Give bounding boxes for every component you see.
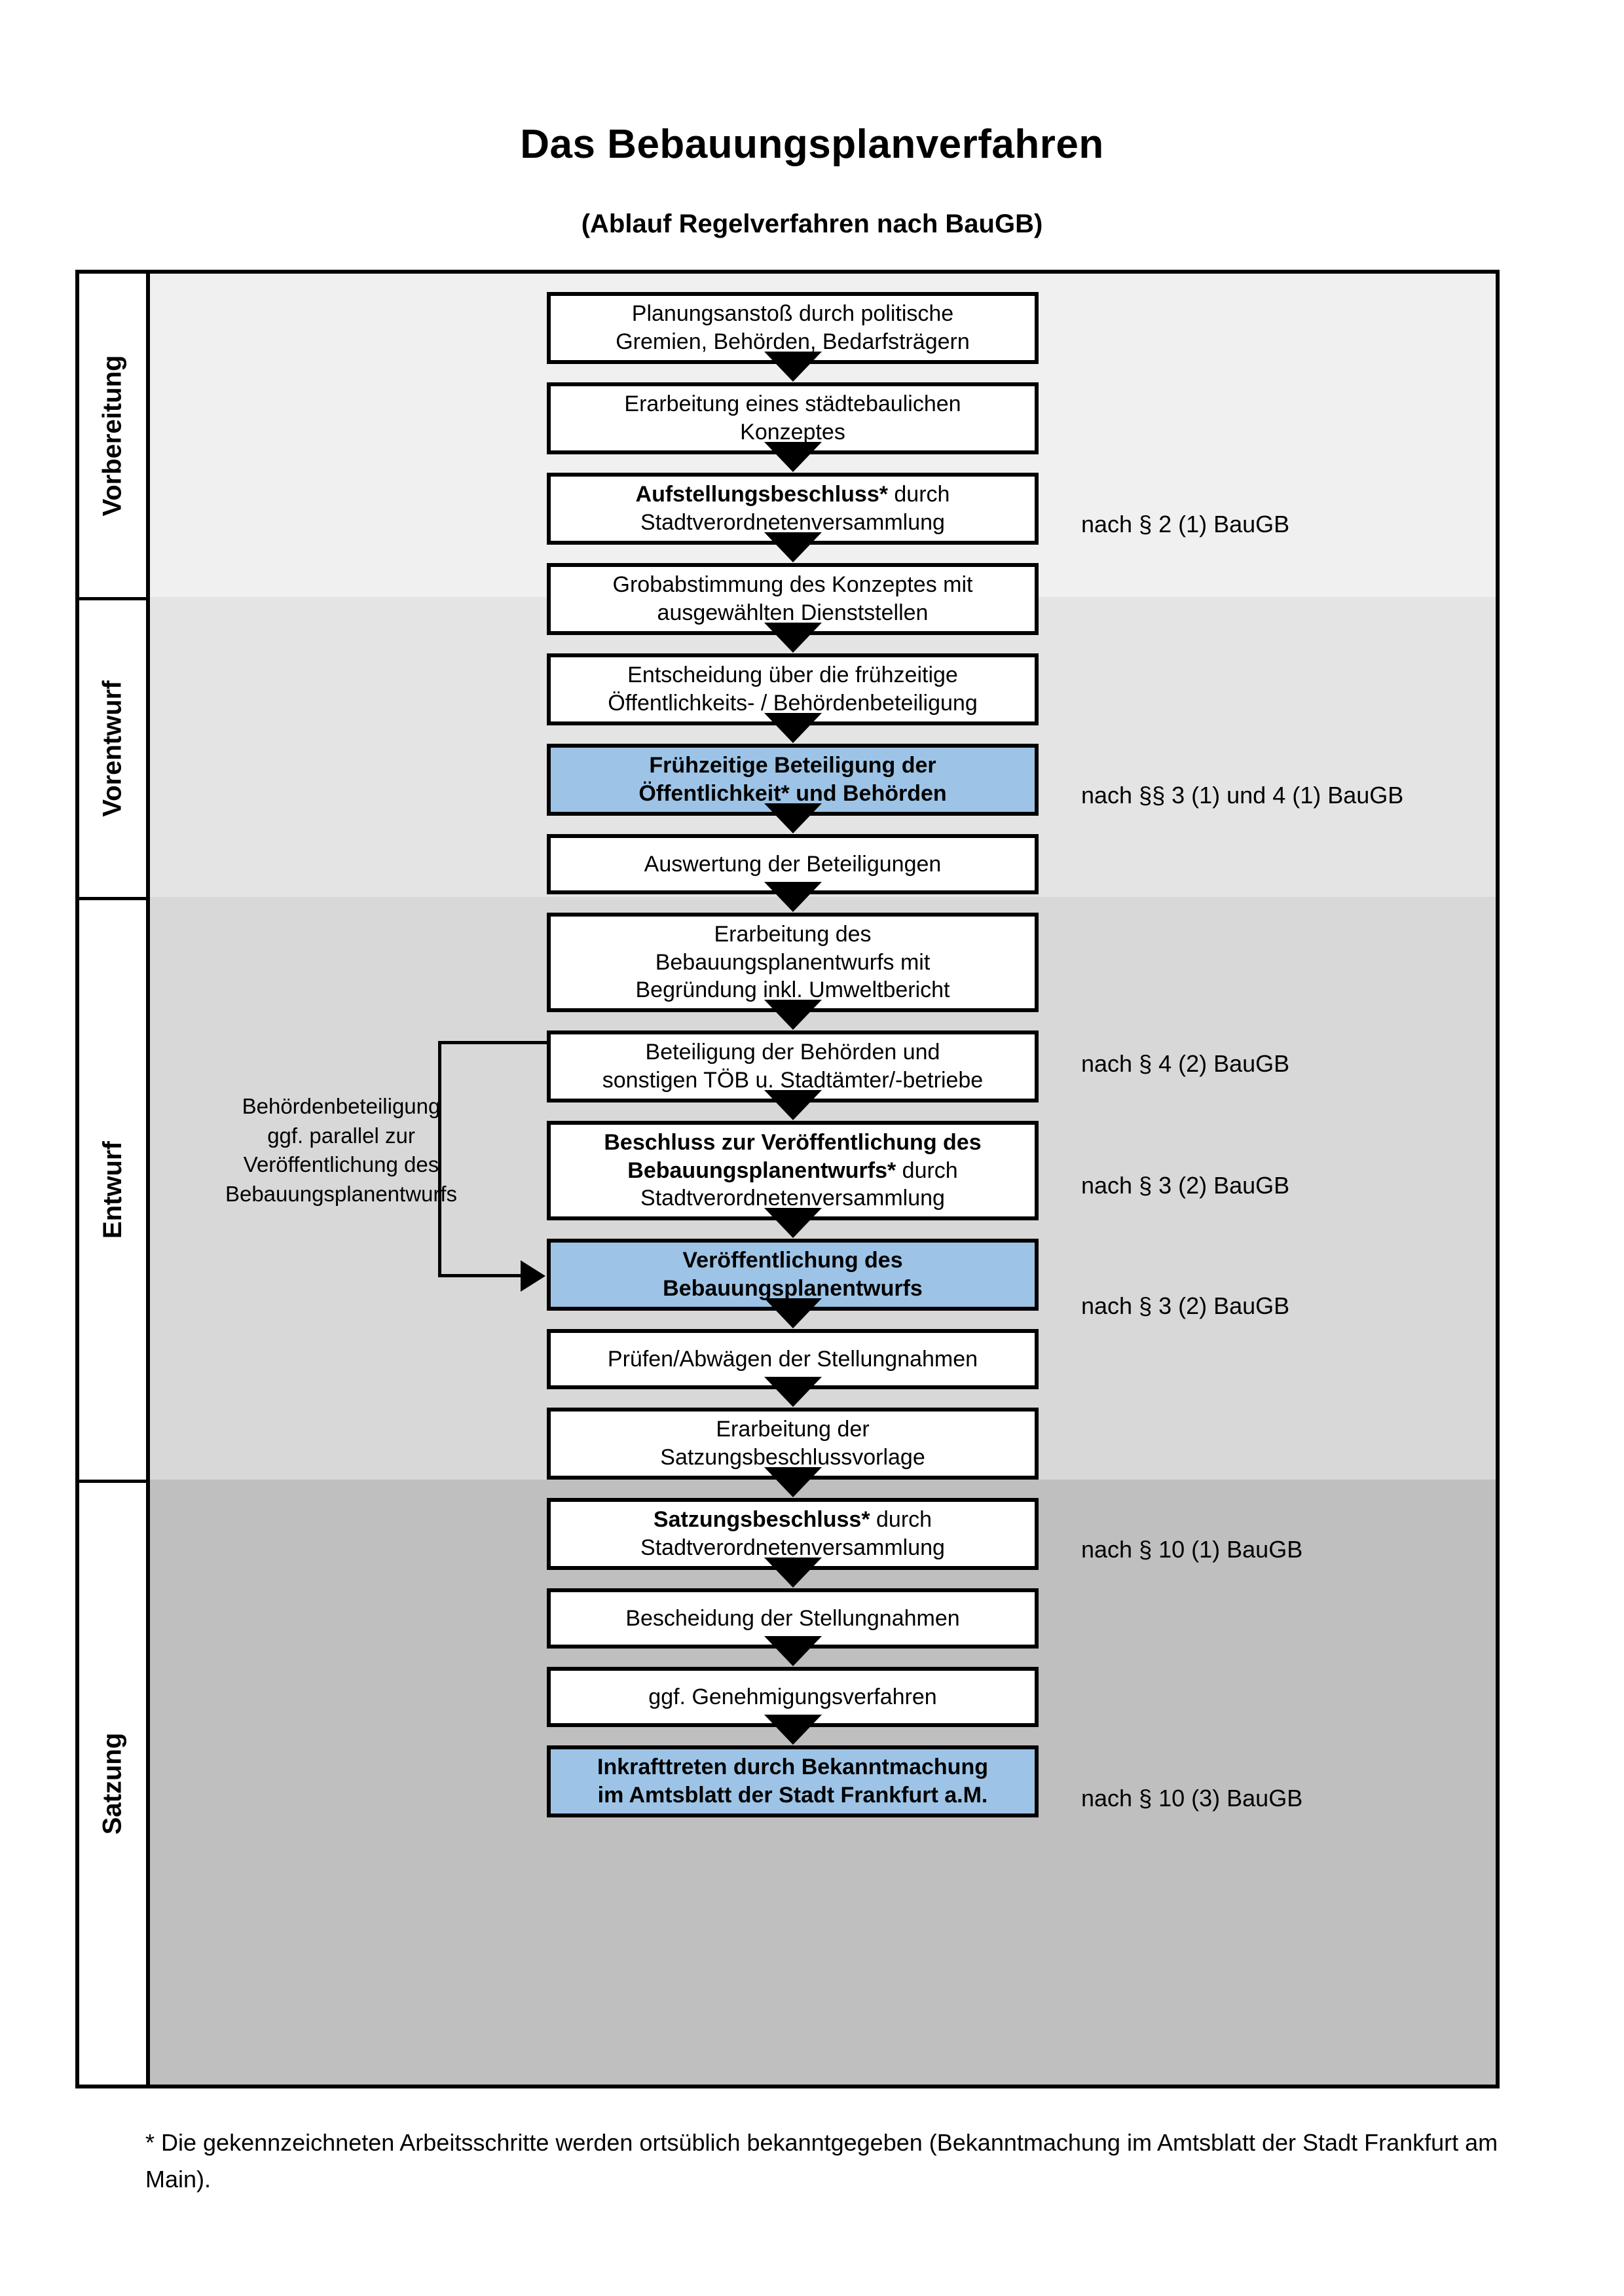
flow-arrow-down — [764, 1208, 822, 1238]
flow-arrow-down — [764, 882, 822, 912]
phase-label-entwurf: Entwurf — [79, 897, 146, 1480]
flow-arrow-down — [764, 1090, 822, 1120]
flow-arrow-down — [764, 532, 822, 562]
flow-arrow-down — [764, 1558, 822, 1588]
phase-label-satzung: Satzung — [79, 1480, 146, 2085]
flow-arrow-down — [764, 1715, 822, 1745]
bypass-line-top — [438, 1041, 547, 1044]
legal-reference-ref-3-2-a: nach § 3 (2) BauGB — [1081, 1172, 1290, 1199]
flow-arrow-down — [764, 1298, 822, 1328]
flow-arrow-down — [764, 1467, 822, 1497]
bypass-line-vertical — [438, 1041, 441, 1274]
phase-label-text: Vorbereitung — [98, 355, 127, 516]
flow-box-label: ggf. Genehmigungsverfahren — [648, 1684, 937, 1709]
flow-box-pruefen-abwaegen: Prüfen/Abwägen der Stellungnahmen — [547, 1329, 1039, 1389]
page-title: Das Bebauungsplanverfahren — [520, 122, 1104, 167]
flow-arrow-down — [764, 352, 822, 382]
legal-reference-ref-3-2-b: nach § 3 (2) BauGB — [1081, 1292, 1290, 1319]
bypass-line-bottom — [438, 1274, 523, 1277]
flow-box-label: Auswertung der Beteiligungen — [644, 851, 942, 877]
phase-label-vorentwurf: Vorentwurf — [79, 597, 146, 897]
legal-reference-ref-2-1: nach § 2 (1) BauGB — [1081, 511, 1290, 538]
footnote: * Die gekennzeichneten Arbeitsschritte w… — [145, 2129, 1498, 2193]
bypass-arrowhead — [521, 1260, 545, 1292]
flow-arrow-down — [764, 713, 822, 743]
flow-arrow-down — [764, 1000, 822, 1030]
phase-label-vorbereitung: Vorbereitung — [79, 274, 146, 597]
flow-arrow-down — [764, 803, 822, 833]
page-subtitle: (Ablauf Regelverfahren nach BauGB) — [581, 210, 1043, 238]
phase-label-text: Vorentwurf — [98, 680, 127, 817]
phase-label-text: Entwurf — [98, 1141, 127, 1239]
legal-reference-ref-4-2: nach § 4 (2) BauGB — [1081, 1050, 1290, 1077]
phase-label-text: Satzung — [98, 1732, 127, 1835]
flow-arrow-down — [764, 623, 822, 653]
legal-reference-ref-10-3: nach § 10 (3) BauGB — [1081, 1785, 1303, 1812]
flow-arrow-down — [764, 1636, 822, 1666]
legal-reference-ref-10-1: nach § 10 (1) BauGB — [1081, 1536, 1303, 1563]
flow-box-label: Bescheidung der Stellungnahmen — [625, 1605, 960, 1631]
legal-reference-ref-3-1-4-1: nach §§ 3 (1) und 4 (1) BauGB — [1081, 782, 1404, 809]
flow-arrow-down — [764, 442, 822, 472]
flow-box-label: Prüfen/Abwägen der Stellungnahmen — [607, 1346, 978, 1372]
flow-arrow-down — [764, 1377, 822, 1407]
